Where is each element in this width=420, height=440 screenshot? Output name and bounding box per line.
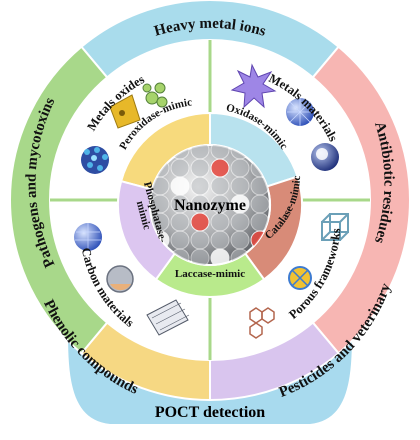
enzyme-mimic-ring: [117, 111, 303, 298]
carbon-sphere-icon: [74, 223, 102, 251]
nanozyme-tile: [230, 212, 250, 232]
nanozyme-tile: [210, 248, 230, 265]
poct-detection-title: POCT detection: [155, 404, 265, 421]
nanozyme-tile: [210, 176, 230, 196]
hexagon-network-icon: [249, 307, 275, 339]
carbon-nanotube-icon: [146, 299, 190, 336]
spiky-star-icon: [230, 63, 277, 109]
metal-oxides-illustrations: [81, 82, 168, 174]
nanozyme-tile: [190, 248, 210, 265]
nanozyme-tile: [250, 194, 270, 214]
nanozyme-tile: [210, 158, 230, 178]
nanozyme-tile: [190, 212, 210, 232]
nanozyme-tile: [230, 158, 250, 178]
nanozyme-tile: [170, 158, 190, 178]
nanozyme-tile: [230, 176, 250, 196]
center-label: Nanozyme: [174, 197, 246, 214]
carbon-materials-illustrations: [74, 223, 190, 336]
cube-framework-icon: [321, 213, 349, 241]
nanozyme-tile: [190, 230, 210, 250]
nanozyme-tile: [170, 230, 190, 250]
nanozyme-tile: [210, 230, 230, 250]
mesh-sphere-icon: [286, 98, 314, 126]
metals-materials-illustrations: [230, 63, 339, 171]
nanozyme-tile: [190, 158, 210, 178]
nanozyme-tile: [170, 212, 190, 232]
cluster-particle-icon: [142, 82, 168, 108]
nanozyme-tile: [210, 212, 230, 232]
laccase-mimic-label: Laccase-mimic: [175, 268, 245, 280]
nanozyme-tile: [230, 230, 250, 250]
hollow-carbon-shell-icon: [106, 265, 134, 293]
nanozyme-tile: [190, 176, 210, 196]
core-shell-sphere-icon: [311, 143, 339, 171]
crystal-lattice-icon: [81, 146, 109, 174]
porous-frameworks-illustrations: [249, 213, 349, 339]
nanozyme-tile: [170, 176, 190, 196]
cheese-particle-icon: [109, 94, 141, 129]
framework-crystal-icon: [288, 266, 312, 290]
